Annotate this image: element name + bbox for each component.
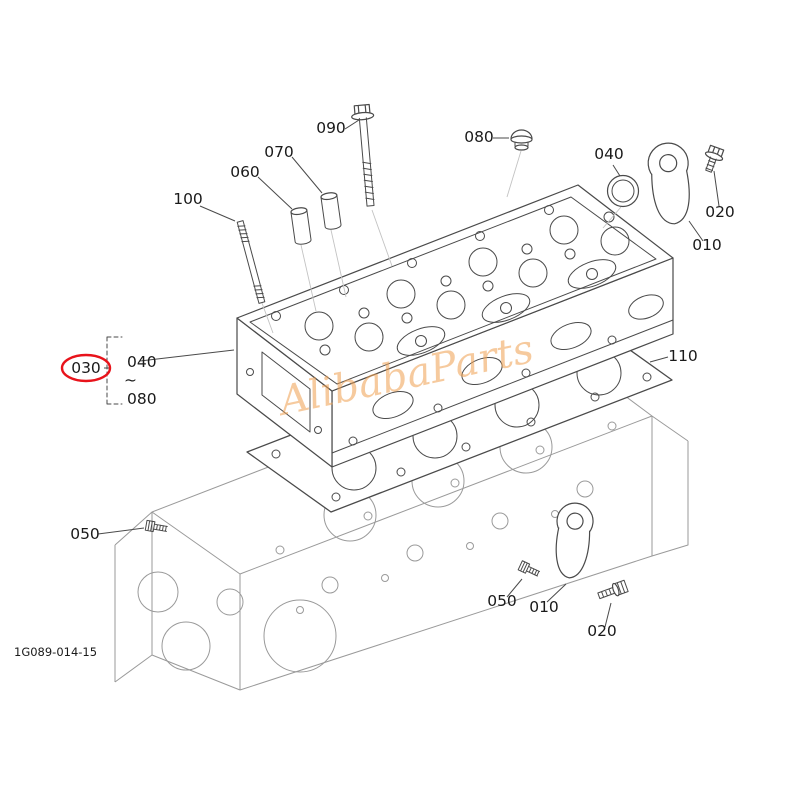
part-lifting-eye-010-bottom [555,502,594,579]
callout-020-bottom: 020 [587,622,617,640]
range-separator: ~ [124,371,137,389]
callout-090: 090 [316,119,346,137]
callout-110: 110 [668,347,698,365]
callout-030-highlighted: 030 [71,359,101,377]
callout-010-bottom: 010 [529,598,559,616]
head-top-ports [396,259,617,356]
part-stud-100 [236,220,266,304]
range-from-label: 040 [127,353,157,371]
callout-100: 100 [173,190,203,208]
part-plug-020-bottom [597,579,629,600]
head-small-holes [271,205,615,356]
range-to-label: 080 [127,390,157,408]
callout-020-top-right: 020 [705,203,735,221]
leader-lines [97,119,720,628]
highlight-ellipse [60,353,112,383]
callout-010-top-right: 010 [692,236,722,254]
part-lifting-eye-010-top [647,142,690,225]
part-cap-060 [290,207,312,245]
block-bolt-holes [275,421,617,614]
part-plug-050-bottom [517,560,540,577]
callout-040-top: 040 [594,145,624,163]
highlighted-callout-030: 030 [60,353,112,383]
part-bolt-020-top [704,144,725,173]
head-side-ports [348,294,664,446]
drawing-number: 1G089-014-15 [14,645,97,659]
part-cap-070 [320,192,342,230]
part-cap-nut-080 [510,129,533,151]
group-bracket: 040 ~ 080 [106,336,157,408]
callout-050-left: 050 [70,525,100,543]
part-flange-bolt-090 [351,103,375,207]
callout-050-bottom: 050 [487,592,517,610]
cylinder-head [236,184,674,468]
part-bolt-050-left [144,519,168,533]
callout-070: 070 [264,143,294,161]
callout-080-top: 080 [464,128,494,146]
assembly-guide-lines [261,150,622,334]
part-cup-plug-040 [606,174,640,208]
head-valve-bores [304,215,630,352]
callout-060: 060 [230,163,260,181]
